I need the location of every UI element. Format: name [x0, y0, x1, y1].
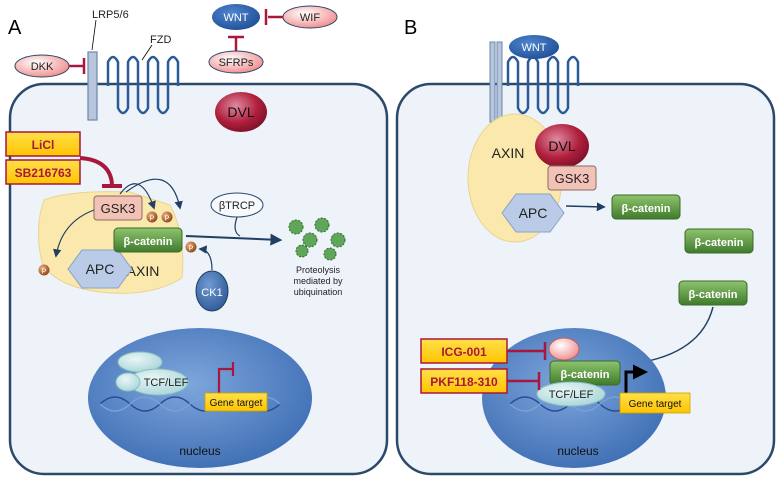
gsk3-node-b: [547, 165, 597, 191]
release-arrow: [565, 202, 606, 212]
btrcp-label: βTRCP: [219, 200, 255, 212]
pkf118-label: PKF118-310: [430, 375, 498, 389]
dkk-label: DKK: [31, 61, 54, 73]
dvl-node-b: [535, 124, 589, 168]
ck1-label: CK1: [201, 287, 222, 299]
dvl-node-a: [215, 92, 267, 132]
beta-catenin-label-a: β-catenin: [124, 236, 173, 248]
beta-catenin-node-b1: [611, 194, 681, 220]
beta-catenin-node-a: [113, 227, 183, 253]
tcf-lef-label-a: TCF/LEF: [144, 377, 189, 389]
proteasome-fragments: [288, 217, 346, 261]
apc-node-a: [67, 249, 133, 289]
nucleus-label-b: nucleus: [557, 444, 598, 458]
dvl-label-a: DVL: [227, 104, 254, 120]
proteolysis-line-3: ubiquination: [294, 287, 343, 297]
gene-target-box-a: [204, 392, 268, 412]
panel-a-letter: A: [8, 17, 22, 39]
beta-catenin-label-b3: β-catenin: [689, 289, 738, 301]
gene-target-label-b: Gene target: [629, 399, 682, 410]
svg-text:P: P: [165, 216, 170, 223]
transcription-arrow: [624, 364, 648, 395]
fzd-receptor-b: [506, 55, 580, 115]
svg-text:P: P: [150, 216, 155, 223]
beta-catenin-label-nuclear: β-catenin: [561, 369, 610, 381]
degradation-arrow: [185, 233, 283, 246]
sfrps-label: SFRPs: [219, 57, 254, 69]
lrp-receptor-b-2: [496, 41, 503, 123]
icg001-label: ICG-001: [441, 345, 487, 359]
coactivator-node: [548, 337, 580, 361]
wnt-label-b: WNT: [521, 42, 546, 54]
gsk3-label-a: GSK3: [101, 201, 136, 216]
panel-a: A LRP5/6 FZD DKK WNT WIF SFRPs DVL: [5, 4, 389, 476]
fzd-label: FZD: [150, 34, 171, 46]
svg-text:P: P: [42, 269, 47, 276]
phospho-group-4: P: [38, 264, 50, 276]
panel-b-letter: B: [404, 17, 417, 39]
panel-b: B WNT AXIN DVL GSK3 APC β-catenin β-cate…: [395, 17, 776, 476]
axin-label-a: AXIN: [127, 263, 160, 279]
beta-catenin-node-b3: [678, 280, 748, 306]
sb216763-box: [5, 159, 81, 185]
sb216763-label: SB216763: [15, 166, 72, 180]
axin-label-b: AXIN: [492, 145, 525, 161]
phospho-group-2: P: [161, 211, 173, 223]
gene-target-box-b: [619, 392, 691, 414]
phospho-group-3: P: [185, 241, 197, 253]
apc-label-a: APC: [86, 261, 115, 277]
wif-label: WIF: [300, 12, 320, 24]
beta-catenin-label-b2: β-catenin: [695, 237, 744, 249]
proteolysis-line-2: mediated by: [293, 276, 343, 286]
phospho-group-1: P: [146, 211, 158, 223]
fzd-receptor: [106, 55, 180, 115]
gene-target-label-a: Gene target: [210, 398, 263, 409]
apc-node-b: [501, 193, 565, 233]
lrp-receptor-b-1: [489, 41, 496, 123]
tcf-lef-node-b: [536, 381, 606, 407]
licl-box: [5, 131, 81, 157]
gsk3-node-a: [93, 195, 143, 221]
lrp-receptor: [87, 51, 98, 121]
wnt-node-b: [509, 35, 559, 59]
ck1-node: [195, 270, 229, 312]
nucleus-label-a: nucleus: [179, 444, 220, 458]
lrp-label: LRP5/6: [92, 9, 129, 21]
wnt-node-a: [212, 4, 260, 30]
gsk3-label-b: GSK3: [555, 171, 590, 186]
wnt-label-a: WNT: [223, 12, 248, 24]
tcf-lef-label-b: TCF/LEF: [549, 389, 594, 401]
dvl-label-b: DVL: [548, 138, 575, 154]
beta-catenin-node-b2: [684, 228, 754, 254]
licl-label: LiCl: [32, 138, 55, 152]
beta-catenin-label-b1: β-catenin: [622, 203, 671, 215]
apc-label-b: APC: [519, 205, 548, 221]
proteolysis-line-1: Proteolysis: [296, 265, 341, 275]
svg-text:P: P: [189, 246, 194, 253]
